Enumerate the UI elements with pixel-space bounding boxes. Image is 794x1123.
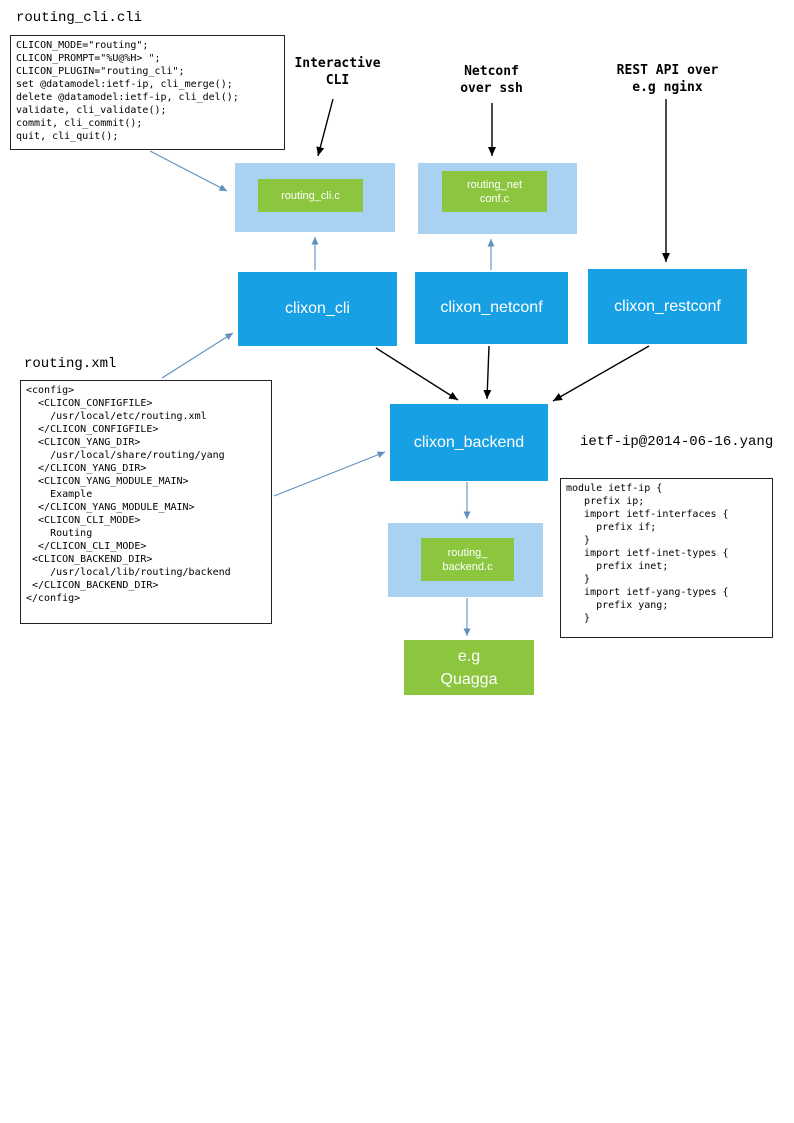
clixon-cli-node: clixon_cli bbox=[238, 272, 397, 346]
rest-api-label: REST API over e.g nginx bbox=[616, 63, 719, 95]
routing-xml-code-box: <config> <CLICON_CONFIGFILE> /usr/local/… bbox=[20, 380, 272, 624]
clixon-netconf-node: clixon_netconf bbox=[415, 272, 568, 344]
arrow-clifile-to-cliplugin bbox=[149, 150, 228, 192]
arrow-xml-to-clixoncli bbox=[161, 332, 234, 379]
routing-cli-file-title: routing_cli.cli bbox=[16, 10, 143, 26]
arrow-xml-to-backend bbox=[273, 451, 386, 497]
yang-file-title: ietf-ip@2014-06-16.yang bbox=[580, 434, 774, 450]
routing-backend-c-node: routing_ backend.c bbox=[421, 538, 514, 581]
quagga-node: e.g Quagga bbox=[404, 640, 534, 695]
netconf-over-ssh-label: Netconf over ssh bbox=[460, 64, 523, 96]
yang-code-box: module ietf-ip { prefix ip; import ietf-… bbox=[560, 478, 773, 638]
arrow-cli-to-backend bbox=[375, 347, 459, 401]
routing-netconf-c-node: routing_net conf.c bbox=[442, 171, 547, 212]
routing-cli-c-node: routing_cli.c bbox=[258, 179, 363, 212]
arrow-restconf-to-backend bbox=[552, 345, 650, 402]
routing-cli-code-box: CLICON_MODE="routing"; CLICON_PROMPT="%U… bbox=[10, 35, 285, 150]
clixon-restconf-node: clixon_restconf bbox=[588, 269, 747, 344]
interactive-cli-label: Interactive CLI bbox=[294, 56, 381, 88]
clixon-backend-node: clixon_backend bbox=[390, 404, 548, 481]
arrow-netconf-to-backend bbox=[483, 345, 492, 400]
arrow-interactive-cli-to-plugin bbox=[316, 98, 334, 157]
routing-xml-file-title: routing.xml bbox=[24, 356, 117, 372]
